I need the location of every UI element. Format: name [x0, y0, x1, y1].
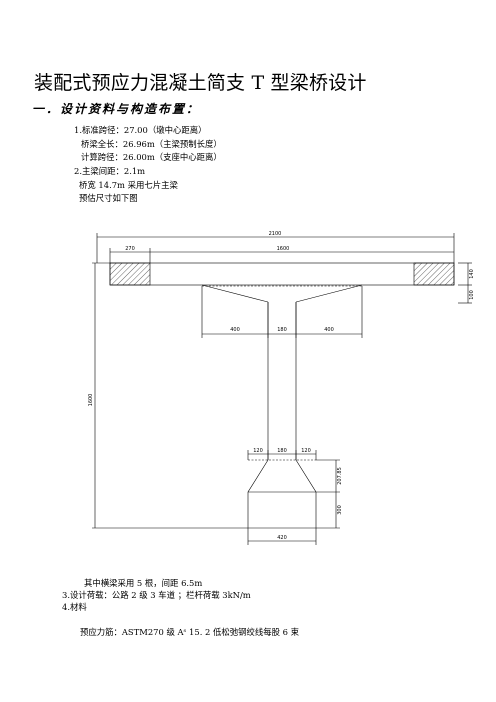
dim-web-180: 180 [277, 327, 287, 333]
spec-line-6: 预估尺寸如下图 [79, 193, 138, 203]
dim-bottom-400-left: 400 [230, 327, 240, 333]
dim-bottom-400-right: 400 [324, 327, 334, 333]
right-hatch [413, 262, 455, 286]
top-flange [109, 262, 455, 286]
spec-line-2: 桥梁全长：26.96m（主梁预制长度） [81, 139, 222, 149]
dim-b120-right: 120 [301, 448, 311, 454]
dim-b180: 180 [277, 448, 287, 454]
dim-foot-height: 300 [337, 505, 343, 515]
spec-line-1: 1.标准跨径：27.00（墩中心距离） [74, 125, 207, 135]
dim-taper-height: 207.85 [337, 467, 343, 485]
note-line-1: 其中横梁采用 5 根，间距 6.5m [84, 578, 203, 588]
section-heading: 一．设计资料与构造布置： [32, 102, 201, 116]
dim-total-width: 2100 [269, 231, 282, 237]
left-hatch [109, 262, 151, 286]
spec-line-5: 桥宽 14.7m 采用七片主梁 [79, 180, 178, 190]
dim-b120-left: 120 [253, 448, 263, 454]
note-line-2: 3.设计荷载：公路 2 级 3 车道 ；栏杆荷载 3kN/m [62, 590, 251, 600]
dim-left-part: 270 [125, 246, 135, 252]
dim-bulb-width: 420 [277, 535, 287, 541]
note-line-3: 4.材料 [62, 602, 87, 612]
dim-middle-part: 1600 [277, 246, 290, 252]
dim-flange-thk: 140 [469, 269, 475, 279]
note-line-4: 预应力筋：ASTM270 级 Aˢ 15. 2 低松弛钢绞线每股 6 束 [80, 627, 300, 637]
spec-line-3: 计算跨径：26.00m（支座中心距离） [81, 152, 222, 162]
dim-haunch-depth: 100 [469, 290, 475, 300]
spec-line-4: 2.主梁间距：2.1m [74, 166, 146, 176]
dim-height: 1600 [88, 394, 94, 407]
page-title: 装配式预应力混凝土简支 T 型梁桥设计 [34, 72, 367, 94]
